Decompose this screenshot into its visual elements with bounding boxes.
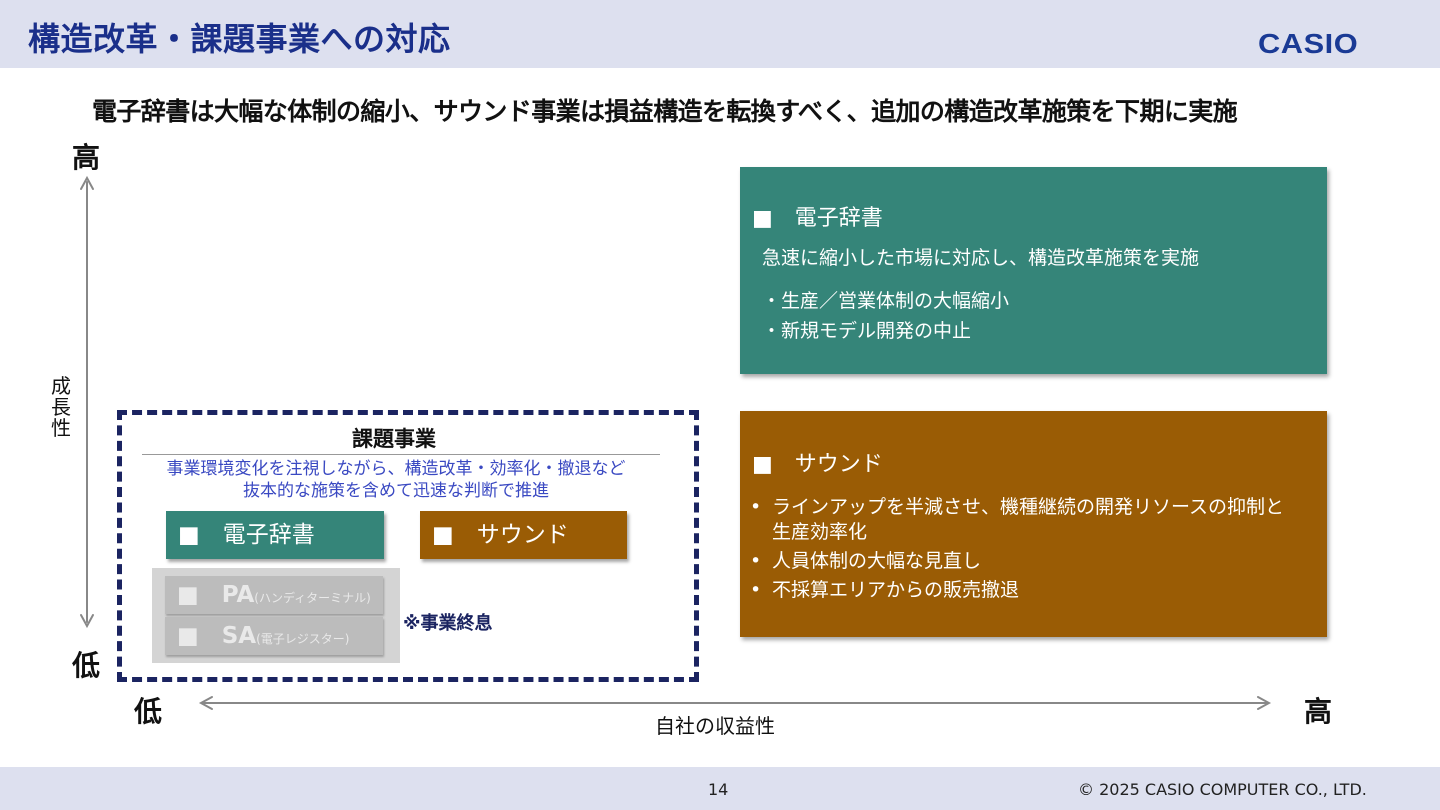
- closed-business-note: (電子レジスター): [256, 632, 350, 646]
- bullet-item: • 人員体制の大幅な見直し: [750, 549, 1320, 574]
- bullet-item: • ラインアップを半減させ、機種継続の開発リソースの抑制と 生産効率化: [750, 495, 1320, 545]
- bullet-item: ・新規モデル開発の中止: [762, 320, 972, 342]
- bullet-dot-icon: •: [750, 550, 762, 572]
- bullet-text: 人員体制の大幅な見直し: [772, 550, 982, 572]
- footer-band: [0, 767, 1440, 810]
- casio-logo: CASIO: [1258, 28, 1359, 59]
- sound-panel-heading: ■ サウンド: [752, 452, 883, 477]
- bullet-dot-icon: •: [750, 496, 762, 518]
- bullet-text: 不採算エリアからの販売撤退: [772, 579, 1020, 601]
- x-axis-arrow-left: [198, 696, 213, 710]
- square-icon: ■: [177, 623, 222, 649]
- x-axis-title: 自社の収益性: [655, 714, 775, 738]
- dictionary-panel-description: 急速に縮小した市場に対応し、構造改革施策を実施: [762, 247, 1200, 269]
- y-axis-low-label: 低: [72, 649, 101, 682]
- business-closure-note: ※事業終息: [403, 613, 493, 634]
- closed-business-name: PA: [221, 582, 255, 608]
- y-axis-title: 成長性: [51, 374, 71, 440]
- bullet-item: ・生産／営業体制の大幅縮小: [762, 290, 1010, 312]
- dictionary-panel: ■ 電子辞書 急速に縮小した市場に対応し、構造改革施策を実施 ・生産／営業体制の…: [740, 167, 1327, 374]
- sound-chip: ■ サウンド: [420, 511, 627, 559]
- header-band: [0, 0, 1440, 68]
- page-number: 14: [708, 780, 729, 799]
- slide-title: 構造改革・課題事業への対応: [28, 20, 451, 58]
- bullet-text: ラインアップを半減させ、機種継続の開発リソースの抑制と 生産効率化: [772, 496, 1285, 543]
- bullet-item: • 不採算エリアからの販売撤退: [750, 578, 1320, 603]
- square-icon: ■: [177, 582, 222, 608]
- issue-business-box: [117, 410, 699, 682]
- bullet-dot-icon: •: [750, 579, 762, 601]
- x-axis-high-label: 高: [1304, 695, 1333, 728]
- copyright-text: © 2025 CASIO COMPUTER CO., LTD.: [1078, 780, 1367, 799]
- y-axis-arrow-up: [80, 175, 94, 190]
- closed-business-sa: ■ SA(電子レジスター): [165, 617, 383, 655]
- sound-panel: ■ サウンド • ラインアップを半減させ、機種継続の開発リソースの抑制と 生産効率…: [740, 411, 1327, 637]
- issue-title-divider: [142, 454, 660, 455]
- sound-panel-bullets: • ラインアップを半減させ、機種継続の開発リソースの抑制と 生産効率化 • 人員体制…: [750, 495, 1320, 607]
- issue-business-description: 事業環境変化を注視しながら、構造改革・効率化・撤退など 抜本的な施策を含めて迅速…: [166, 459, 626, 501]
- y-axis-high-label: 高: [72, 141, 101, 174]
- closed-business-note: (ハンディターミナル): [254, 591, 371, 605]
- x-axis-low-label: 低: [134, 695, 163, 728]
- dictionary-panel-heading: ■ 電子辞書: [752, 206, 883, 231]
- dictionary-chip: ■ 電子辞書: [166, 511, 384, 559]
- closed-business-name: SA: [221, 623, 257, 649]
- closed-business-pa: ■ PA(ハンディターミナル): [165, 576, 383, 614]
- slide-subtitle: 電子辞書は大幅な体制の縮小、サウンド事業は損益構造を転換すべく、追加の構造改革施…: [92, 97, 1238, 126]
- x-axis-arrow-right: [1257, 696, 1272, 710]
- dictionary-panel-bullets: ・生産／営業体制の大幅縮小 ・新規モデル開発の中止: [762, 286, 1009, 346]
- issue-business-title: 課題事業: [352, 427, 436, 451]
- y-axis-arrow-down: [80, 614, 94, 629]
